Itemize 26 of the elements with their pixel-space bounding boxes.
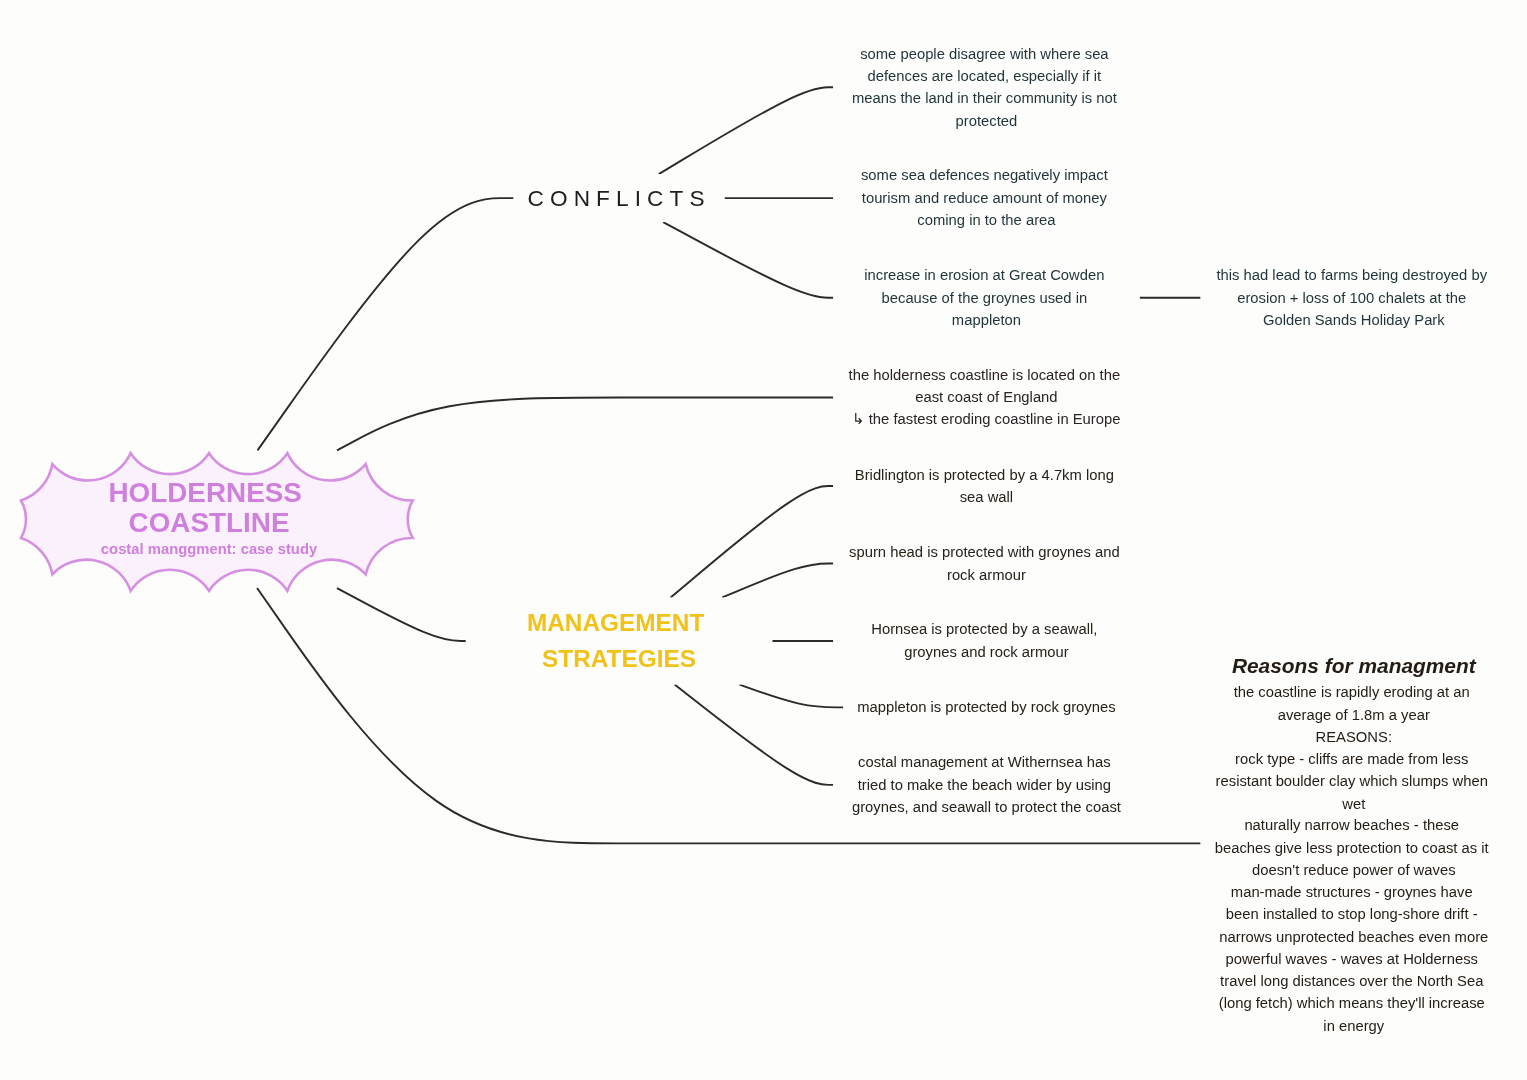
connector bbox=[661, 221, 834, 299]
connector bbox=[1138, 297, 1202, 299]
connector bbox=[669, 485, 834, 599]
connector bbox=[256, 197, 515, 452]
node-text: mappleton is protected by rock groynes bbox=[856, 699, 1116, 716]
connector bbox=[255, 587, 1202, 845]
connector bbox=[738, 683, 844, 709]
node-text: some people disagree with where sea defences are located, especially if it means the land in their community is not protected bbox=[851, 45, 1117, 129]
node-text: some sea defences negatively impact tourism and reduce amount of money coming in to the area bbox=[860, 167, 1108, 229]
node-text: Reasons for managment the coastline is rapidly eroding at an average of 1.8m a year REASONS: rock type - cliffs are made from less resistant boulder clay which slumps when wet naturally narrow beaches - these beaches give less protection to coast as it doesn't reduce power of waves man-made structures - groynes have been installed to stop long-shore drift - narrows unprotected beaches even more powerful waves - waves at Holderness travel long distances over the North Sea (long fetch) which means they'll increase in energy bbox=[1214, 653, 1489, 1034]
node-text: this had lead to farms being destroyed by erosion + loss of 100 chalets at the Golden Sands Holiday Park bbox=[1215, 267, 1487, 329]
connector bbox=[770, 640, 834, 643]
connector bbox=[335, 396, 834, 452]
node-text: increase in erosion at Great Cowden because of the groynes used in mappleton bbox=[863, 267, 1104, 329]
node-text: spurn head is protected with groynes and rock armour bbox=[848, 544, 1120, 583]
connector bbox=[723, 197, 834, 200]
connector bbox=[657, 86, 834, 176]
node-text: Hornsea is protected by a seawall, groynes and rock armour bbox=[870, 621, 1097, 661]
node-text: MANAGEMENT STRATEGIES bbox=[526, 608, 704, 673]
node-text: Bridlington is protected by a 4.7km long sea wall bbox=[854, 466, 1114, 506]
connector bbox=[673, 683, 834, 786]
connector bbox=[720, 562, 834, 599]
node-text: CONFLICTS bbox=[527, 184, 711, 211]
connector bbox=[335, 587, 467, 643]
node-text: the holderness coastline is located on the east coast of England ↳ the fastest eroding coastline in Europe bbox=[848, 366, 1120, 428]
node-text: costal management at Withernsea has tried to make the beach wider by using groynes, and seawall to protect the coast bbox=[851, 754, 1121, 816]
